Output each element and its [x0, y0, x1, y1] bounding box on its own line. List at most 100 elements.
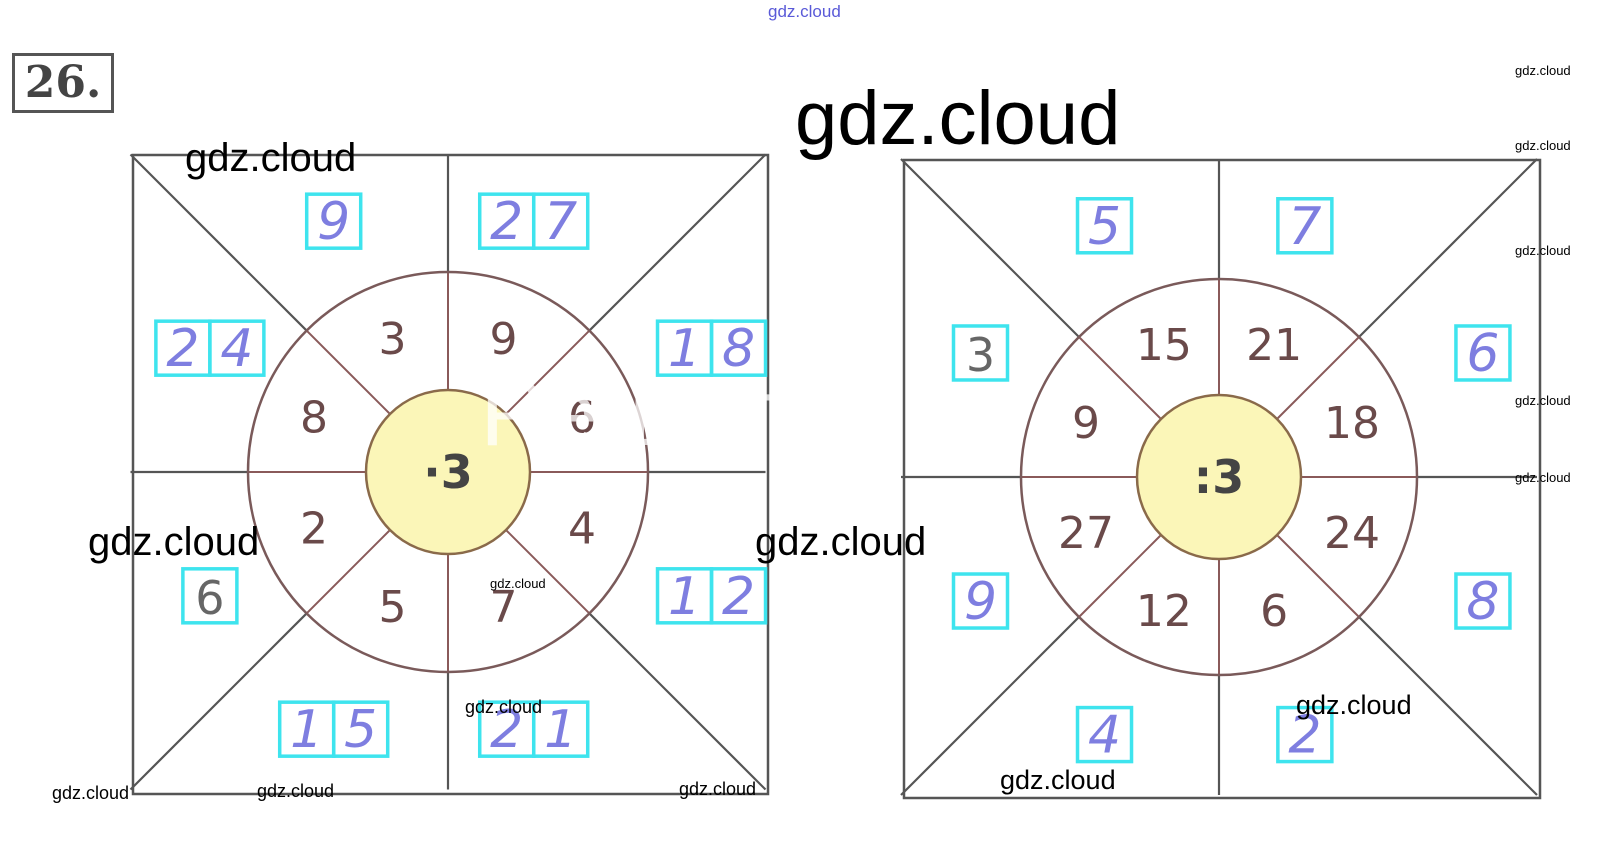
answer-digit: 5	[1088, 197, 1121, 257]
answer-box: 4	[1075, 705, 1134, 766]
answer-digit: 3	[966, 328, 995, 382]
inner-number: 5	[379, 582, 407, 633]
ring-spoke	[1078, 534, 1162, 618]
center-disk	[1135, 393, 1303, 561]
divider-line	[129, 612, 308, 791]
answer-box: 9	[304, 192, 363, 252]
center-operation-label: ·3	[423, 445, 472, 499]
answer-cell	[331, 700, 390, 758]
answer-digit: 9	[317, 192, 350, 252]
answer-box: 7	[1276, 197, 1334, 257]
watermark: gdz.cloud	[88, 520, 260, 564]
answer-cell	[951, 324, 1010, 382]
answer-cell	[1276, 197, 1334, 255]
answer-cell	[181, 567, 239, 625]
watermark: gdz.cloud	[755, 520, 927, 564]
inner-number: 21	[1246, 320, 1302, 371]
task-number-badge: 26.	[12, 53, 114, 113]
answer-digit: 4	[220, 319, 253, 379]
answer-box: 9	[951, 572, 1010, 632]
divider-line	[129, 153, 308, 332]
watermark: gdz.cloud	[1515, 243, 1571, 258]
watermark: gdz.cloud	[679, 779, 757, 799]
watermark-large: gdz.cloud	[795, 76, 1121, 161]
watermark: gdz.cloud	[465, 697, 543, 717]
answer-cell	[531, 192, 590, 250]
answer-digit: 7	[544, 192, 577, 252]
answer-cell	[1075, 705, 1134, 764]
divider-line	[900, 616, 1080, 796]
center-operation-label: :3	[1194, 450, 1244, 504]
answer-cell	[304, 192, 363, 250]
ring-spoke	[1078, 336, 1162, 420]
inner-number: 9	[1072, 398, 1100, 449]
answer-box: 6	[181, 567, 239, 625]
answer-digit: 9	[964, 572, 997, 632]
inner-number: 18	[1324, 398, 1380, 449]
inner-number: 2	[300, 503, 328, 554]
answer-digit: 5	[344, 700, 377, 760]
answer-cell	[1454, 324, 1512, 382]
divider-line	[588, 612, 767, 791]
inner-number: 4	[568, 503, 596, 554]
watermark: gdz.cloud	[185, 136, 357, 180]
answer-digit: 8	[1466, 572, 1499, 632]
answer-box: 5	[1075, 197, 1134, 257]
ring-spoke	[505, 329, 591, 415]
ring-spoke	[505, 529, 591, 615]
watermark: gdz.cloud	[257, 781, 335, 801]
answer-digit: 1	[290, 700, 323, 760]
answer-cell	[709, 567, 768, 625]
watermark-top: gdz.cloud	[768, 2, 841, 21]
answer-digit: 2	[490, 700, 523, 760]
answer-box: 2	[1276, 706, 1334, 766]
outer-ring	[1019, 277, 1419, 677]
outer-square	[902, 158, 1542, 800]
watermark: gdz.cloud	[490, 576, 546, 591]
watermark: gdz.cloud	[1000, 765, 1116, 795]
answer-cell	[531, 700, 590, 758]
divider-line	[1358, 158, 1538, 338]
watermark: gdz.cloud	[1515, 470, 1571, 485]
answer-box: 8	[1454, 572, 1512, 632]
divider-line	[900, 158, 1080, 338]
watermark: gdz.cloud	[1515, 138, 1571, 153]
ring-spoke	[1276, 336, 1360, 420]
answer-digit: 6	[1466, 324, 1499, 384]
ring-spoke	[305, 329, 391, 415]
divider-line	[588, 153, 767, 332]
answer-cell	[208, 319, 266, 377]
outer-square	[131, 153, 770, 796]
answer-box: 3	[951, 324, 1010, 382]
inner-number: 27	[1058, 508, 1114, 559]
divider-line	[1358, 616, 1538, 796]
answer-cell	[951, 572, 1010, 630]
answer-cell	[709, 319, 768, 377]
answer-digit: 1	[544, 700, 577, 760]
inner-number: 6	[568, 393, 596, 444]
outer-ring	[246, 270, 650, 674]
answer-cell	[1075, 197, 1134, 255]
inner-number: 9	[489, 314, 517, 365]
ring-spoke	[305, 529, 391, 615]
inner-number: 24	[1324, 508, 1380, 559]
answer-digit: 1	[668, 567, 701, 627]
answer-digit: 6	[195, 571, 224, 625]
inner-number: 3	[379, 314, 407, 365]
answer-digit: 2	[490, 192, 523, 252]
answer-digit: 1	[668, 319, 701, 379]
watermark: gdz.cloud	[1515, 63, 1571, 78]
answer-digit: 8	[722, 319, 755, 379]
inner-number: 12	[1136, 586, 1192, 637]
answer-box: 6	[1454, 324, 1512, 384]
watermark-faded-overlay: Решатор.ру	[480, 359, 1039, 466]
watermark: gdz.cloud	[1296, 690, 1412, 720]
